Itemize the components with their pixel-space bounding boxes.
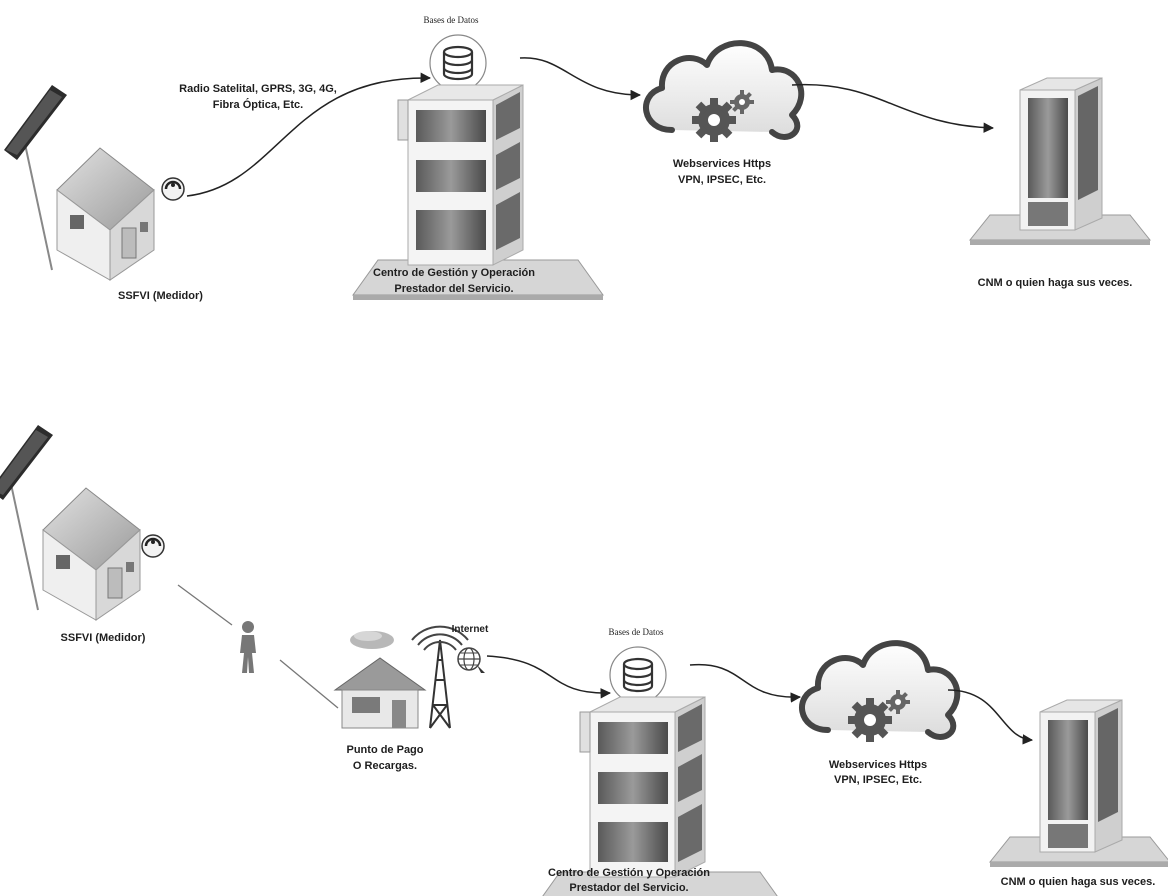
meter-label-2: SSFVI (Medidor) [61,632,146,644]
solar-house-icon-2 [0,424,141,621]
center-line-2: Prestador del Servicio. [394,283,513,295]
db-label: Bases de Datos [424,15,479,25]
link-internet-db [486,655,612,699]
top-flow: SSFVI (Medidor) Radio Satelital, GPRS, 3… [3,15,1151,302]
payment-point-icon [333,625,469,729]
ws-line-2-2: VPN, IPSEC, Etc. [834,774,922,786]
pay-line-1: Punto de Pago [347,744,424,756]
cloud-gears-icon [646,43,801,142]
meter-icon [160,176,186,202]
meter-label: SSFVI (Medidor) [118,290,203,302]
person-icon [240,621,256,673]
cnm-tower-icon-2 [989,699,1168,868]
database-icon [428,33,488,93]
radio-line-2: Fibra Óptica, Etc. [213,98,303,111]
link-cloud-cnm [791,83,995,133]
center-line-2-2: Prestador del Servicio. [569,882,688,894]
ws-line-1: Webservices Https [673,158,771,170]
link-db-cloud-2 [689,663,802,703]
link-cloud-cnm-2 [947,689,1034,745]
solar-house-icon [3,84,155,281]
link-radio [186,72,432,197]
center-line-1: Centro de Gestión y Operación [373,267,535,279]
pay-line-2: O Recargas. [353,760,417,772]
ws-line-1-2: Webservices Https [829,759,927,771]
cnm-label: CNM o quien haga sus veces. [978,277,1133,289]
internet-label: Internet [452,624,489,635]
link-person-pay [279,659,339,709]
link-house-person [177,584,233,626]
bottom-flow: SSFVI (Medidor) Punto de Pago O Recargas… [0,424,1168,896]
cnm-label-2: CNM o quien haga sus veces. [1001,876,1156,888]
center-line-1-2: Centro de Gestión y Operación [548,867,710,879]
meter-icon-2 [140,533,166,559]
ws-line-2: VPN, IPSEC, Etc. [678,174,766,186]
cnm-tower-icon [969,77,1151,246]
db-label-2: Bases de Datos [609,627,664,637]
database-icon-2 [608,645,668,705]
radio-line-1: Radio Satelital, GPRS, 3G, 4G, [179,83,337,95]
cloud-gears-icon-2 [802,643,957,742]
link-db-cloud [519,57,642,101]
globe-icon [457,647,485,677]
